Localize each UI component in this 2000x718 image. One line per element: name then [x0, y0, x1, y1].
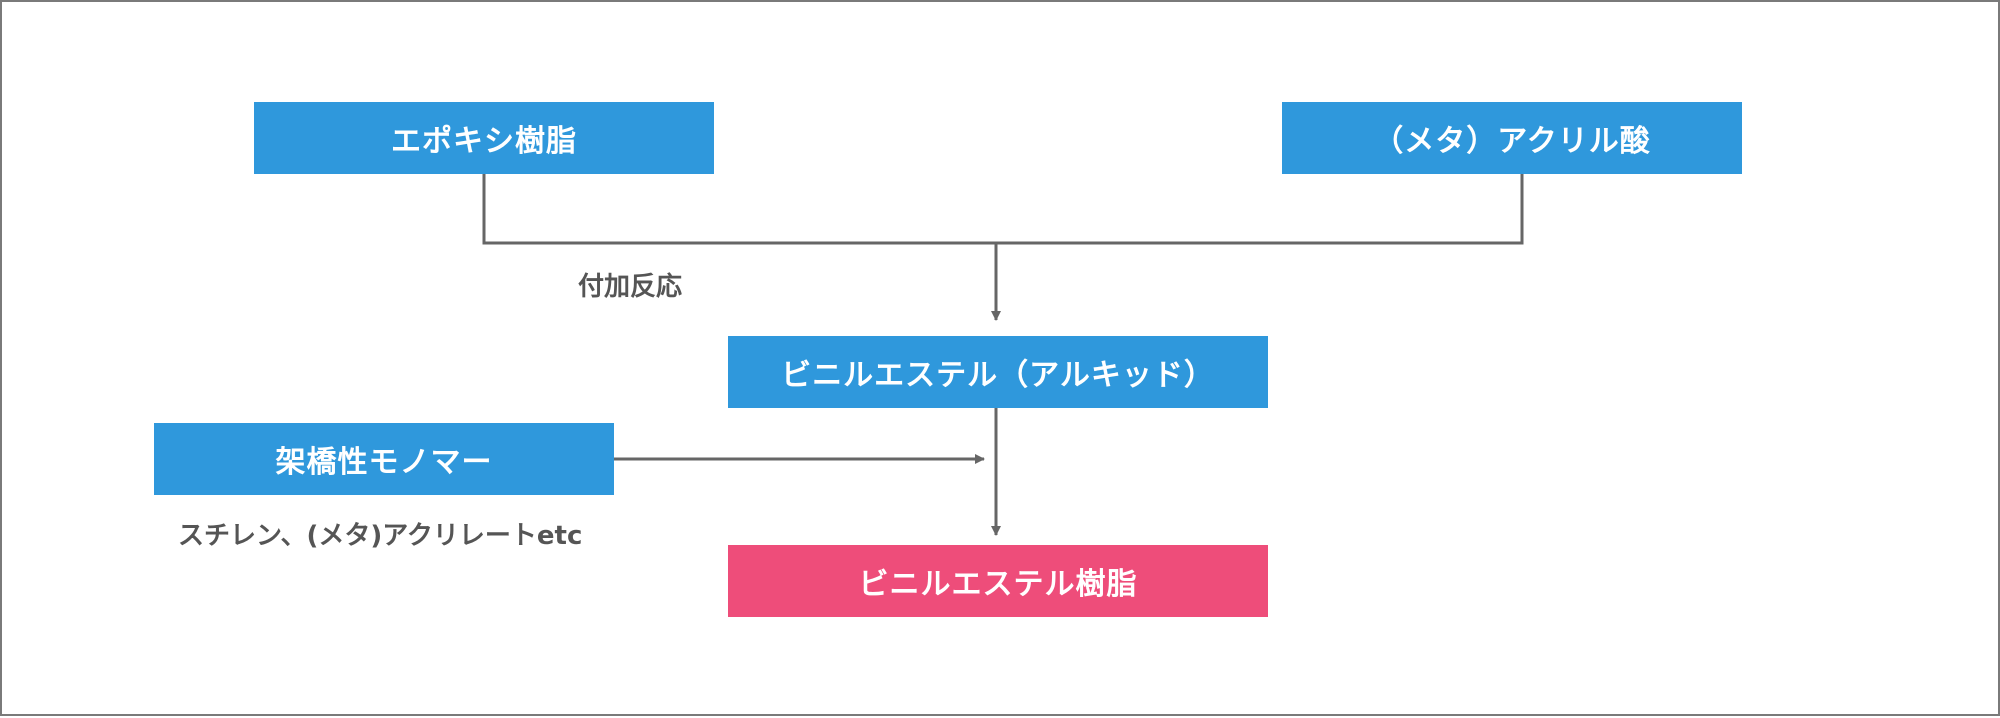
vinyl-ester-resin-label: ビニルエステル樹脂: [858, 567, 1138, 602]
crosslink-monomer-label: 架橋性モノマー: [275, 445, 493, 480]
vinyl-ester-alkyd-box: ビニルエステル（アルキッド）: [728, 336, 1268, 408]
acrylic-connector-line: [996, 174, 1524, 245]
acrylic-acid-box: （メタ）アクリル酸: [1282, 102, 1742, 174]
epoxy-resin-label: エポキシ樹脂: [391, 124, 577, 159]
epoxy-resin-box: エポキシ樹脂: [254, 102, 714, 174]
addition-reaction-label: 付加反応: [578, 272, 683, 302]
vinyl-ester-alkyd-label: ビニルエステル（アルキッド）: [781, 358, 1215, 393]
crosslink-monomer-box: 架橋性モノマー: [154, 423, 614, 495]
monomer-examples-label: スチレン、(メタ)アクリレートetc: [178, 521, 583, 551]
vinyl-ester-resin-box: ビニルエステル樹脂: [728, 545, 1268, 617]
acrylic-acid-label: （メタ）アクリル酸: [1373, 124, 1651, 159]
epoxy-connector-line: [482, 174, 996, 245]
